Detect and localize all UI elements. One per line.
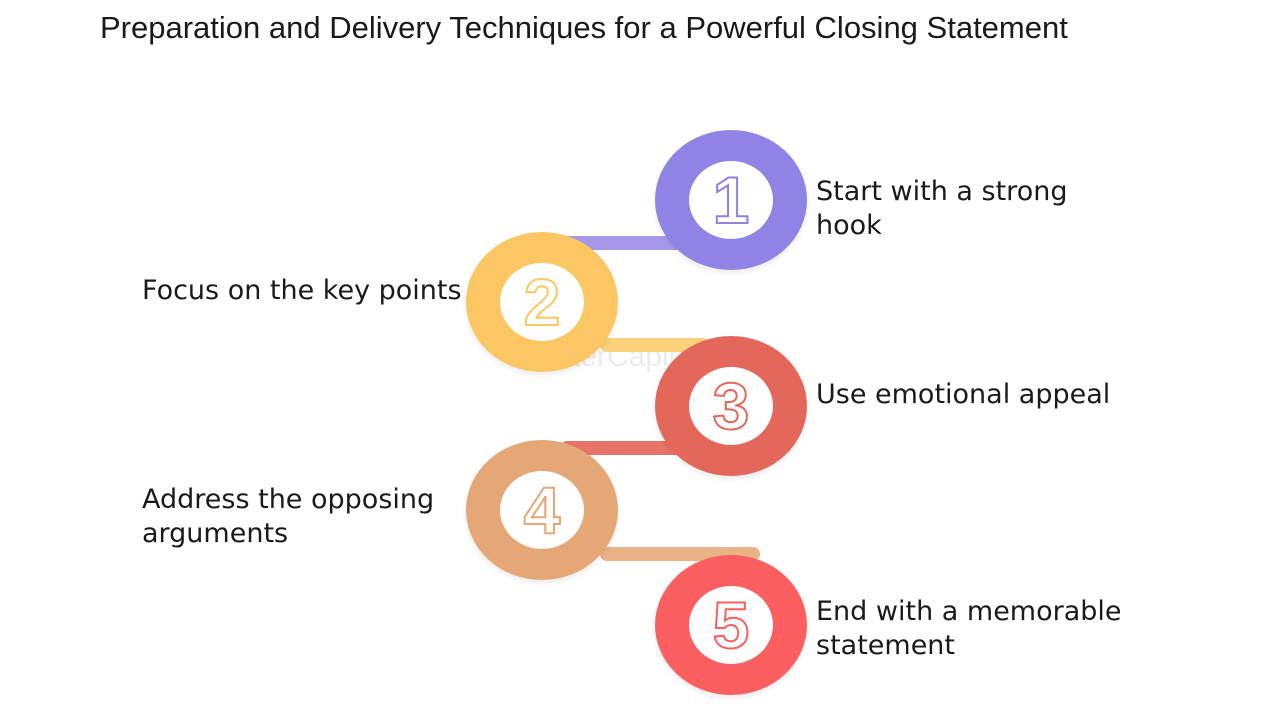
- step-5-circle: 5: [655, 555, 807, 695]
- step-4-inner: 4: [500, 471, 584, 549]
- step-1-inner: 1: [689, 161, 773, 239]
- step-5-number: 5: [712, 588, 751, 662]
- step-2-number: 2: [523, 265, 562, 339]
- step-2-circle: 2: [466, 232, 618, 372]
- step-1-label: Start with a strong hook: [816, 176, 1068, 241]
- step-2-label: Focus on the key points: [142, 275, 462, 306]
- step-1-number: 1: [712, 163, 751, 237]
- step-5-label: End with a memorable statement: [816, 596, 1122, 661]
- connector-2-3: [600, 338, 710, 352]
- connector-1-2: [560, 236, 690, 250]
- step-1-circle: 1: [655, 130, 807, 270]
- step-2-inner: 2: [500, 263, 584, 341]
- step-4-number: 4: [523, 473, 562, 547]
- step-5-inner: 5: [689, 586, 773, 664]
- connector-3-4: [560, 441, 690, 455]
- step-3-label: Use emotional appeal: [816, 379, 1111, 410]
- page-title: Preparation and Delivery Techniques for …: [100, 10, 1068, 45]
- step-3-circle: 3: [655, 336, 807, 476]
- step-4-label: Address the opposing arguments: [142, 484, 435, 549]
- step-3-number: 3: [712, 369, 751, 443]
- step-4-circle: 4: [466, 440, 618, 580]
- step-3-inner: 3: [689, 367, 773, 445]
